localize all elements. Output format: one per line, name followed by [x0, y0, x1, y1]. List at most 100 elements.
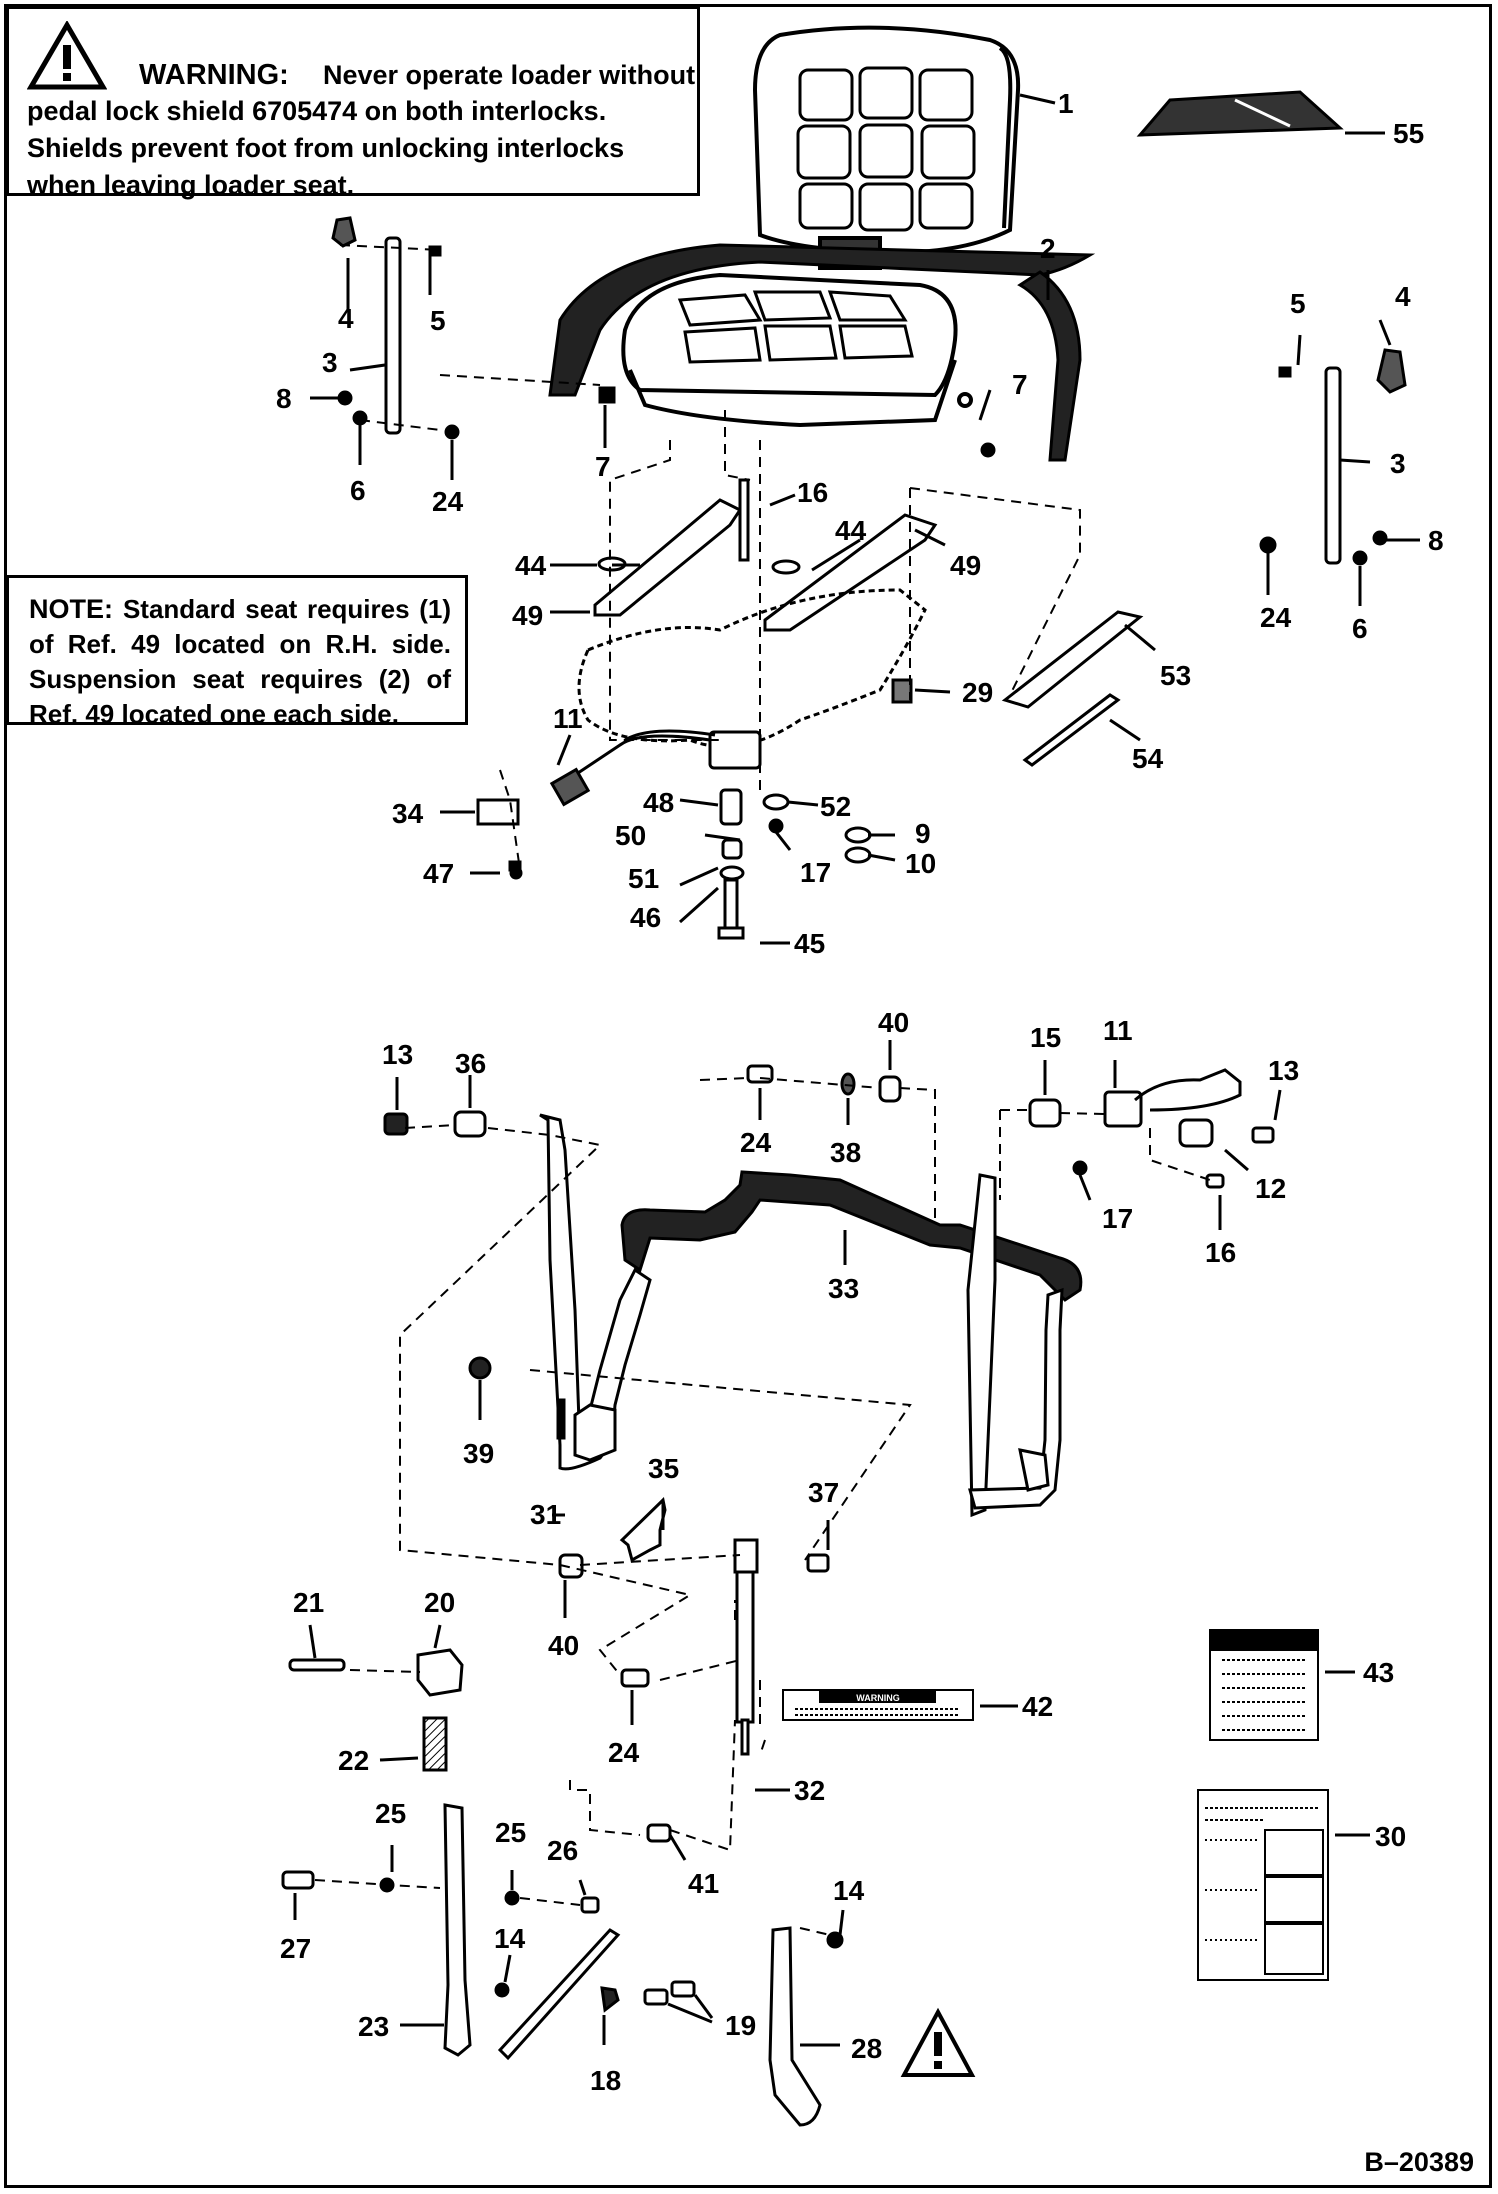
label-11-top: 11: [553, 703, 583, 734]
label-43: 43: [1363, 1657, 1394, 1688]
note-heading: NOTE:: [29, 594, 123, 624]
label-5-right: 5: [1290, 288, 1306, 319]
note-box: NOTE: Standard seat requires (1) of Ref.…: [6, 575, 468, 729]
label-49-right: 49: [950, 550, 981, 581]
label-23: 23: [358, 2011, 389, 2042]
label-45: 45: [794, 928, 825, 959]
label-30: 30: [1375, 1821, 1406, 1852]
assembly-lines: [314, 244, 1211, 1936]
label-35: 35: [648, 1453, 679, 1484]
seat-switch-assembly: [476, 729, 872, 940]
label-49-left: 49: [512, 600, 543, 631]
label-46: 46: [630, 902, 661, 933]
seat-cushion: [621, 272, 973, 428]
label-16-top: 16: [797, 477, 828, 508]
left-seat-bracket: [331, 216, 460, 440]
leader-lines: [293, 93, 1420, 2047]
instruction-decal-30: [1197, 1789, 1329, 1981]
label-24-lower: 24: [608, 1737, 640, 1768]
label-3-left: 3: [322, 347, 338, 378]
warning-heading: WARNING:: [139, 59, 289, 91]
label-15: 15: [1030, 1022, 1061, 1053]
label-40-bottom: 40: [548, 1630, 579, 1661]
warning-decal-42: WARNING: [782, 1689, 974, 1721]
page-frame: [4, 4, 1492, 2188]
label-6-left: 6: [350, 475, 366, 506]
label-27: 27: [280, 1933, 311, 1964]
label-11-bottom: 11: [1103, 1015, 1133, 1046]
seat-belt: [548, 243, 1096, 462]
label-13-right: 13: [1268, 1055, 1299, 1086]
label-48: 48: [643, 787, 674, 818]
label-36: 36: [455, 1048, 486, 1079]
label-25-left: 25: [375, 1798, 406, 1829]
label-17-top: 17: [800, 857, 831, 888]
seat-decal-55: [1136, 90, 1344, 137]
label-24-mid: 24: [740, 1127, 772, 1158]
label-3-right: 3: [1390, 448, 1406, 479]
part-number-labels: 1 2 3 3 4 4 5 5 6 6 7 7 8 8 9 10 11 11 1…: [276, 88, 1444, 2096]
label-29: 29: [962, 677, 993, 708]
label-14-right: 14: [833, 1875, 865, 1906]
label-32: 32: [794, 1775, 825, 1806]
label-7-left: 7: [595, 451, 611, 482]
figure-number: B–20389: [1364, 2147, 1474, 2177]
hazard-triangle-icon: [900, 2007, 976, 2077]
lock-link-assembly: [468, 1356, 830, 1756]
label-19: 19: [725, 2010, 756, 2041]
label-50: 50: [615, 820, 646, 851]
label-51: 51: [628, 863, 659, 894]
label-6-right: 6: [1352, 613, 1368, 644]
label-25-right: 25: [495, 1817, 526, 1848]
label-39: 39: [463, 1438, 494, 1469]
label-41: 41: [688, 1868, 719, 1899]
label-31: 31: [530, 1499, 561, 1530]
label-2: 2: [1040, 233, 1056, 264]
label-42: 42: [1022, 1691, 1053, 1722]
label-24-left-top: 24: [432, 486, 464, 517]
label-40-top: 40: [878, 1007, 909, 1038]
warning-decal-text: WARNING: [856, 1693, 900, 1703]
instruction-decal-43: [1209, 1629, 1319, 1741]
seat-bar-arms: [539, 1113, 1064, 1518]
label-4-right: 4: [1395, 281, 1411, 312]
warning-triangle-icon: [27, 21, 107, 90]
label-26: 26: [547, 1835, 578, 1866]
label-13-left: 13: [382, 1039, 413, 1070]
label-5-left: 5: [430, 305, 446, 336]
right-seat-bracket: [1259, 348, 1407, 566]
mount-rail: [891, 610, 1144, 767]
label-44-right: 44: [835, 515, 867, 546]
label-52: 52: [820, 791, 851, 822]
label-38: 38: [830, 1137, 861, 1168]
label-18: 18: [590, 2065, 621, 2096]
pedal-lock-assembly: [281, 1648, 844, 2127]
label-8-left: 8: [276, 383, 292, 414]
label-9: 9: [915, 818, 931, 849]
label-24-right-top: 24: [1260, 602, 1292, 633]
seat-mount-plates: [577, 478, 938, 749]
label-4-left: 4: [338, 303, 354, 334]
label-7-right: 7: [1012, 369, 1028, 400]
label-10: 10: [905, 848, 936, 879]
label-34: 34: [392, 798, 424, 829]
warning-text-first: Never operate loader without: [323, 60, 696, 90]
warning-text: pedal lock shield 6705474 on both interl…: [27, 96, 625, 200]
label-12: 12: [1255, 1173, 1286, 1204]
seat-mount-bolts: [598, 386, 996, 458]
label-55: 55: [1393, 118, 1424, 149]
warning-box: WARNING: Never operate loader without pe…: [6, 6, 700, 200]
note-text: Standard seat requires (1) of Ref. 49 lo…: [29, 594, 451, 729]
label-28: 28: [851, 2033, 882, 2064]
label-14-left: 14: [494, 1923, 526, 1954]
label-21: 21: [293, 1587, 324, 1618]
label-54: 54: [1132, 743, 1164, 774]
label-53: 53: [1160, 660, 1191, 691]
label-20: 20: [424, 1587, 455, 1618]
label-1: 1: [1058, 88, 1074, 119]
label-33: 33: [828, 1273, 859, 1304]
label-22: 22: [338, 1745, 369, 1776]
label-8-right: 8: [1428, 525, 1444, 556]
label-47: 47: [423, 858, 454, 889]
